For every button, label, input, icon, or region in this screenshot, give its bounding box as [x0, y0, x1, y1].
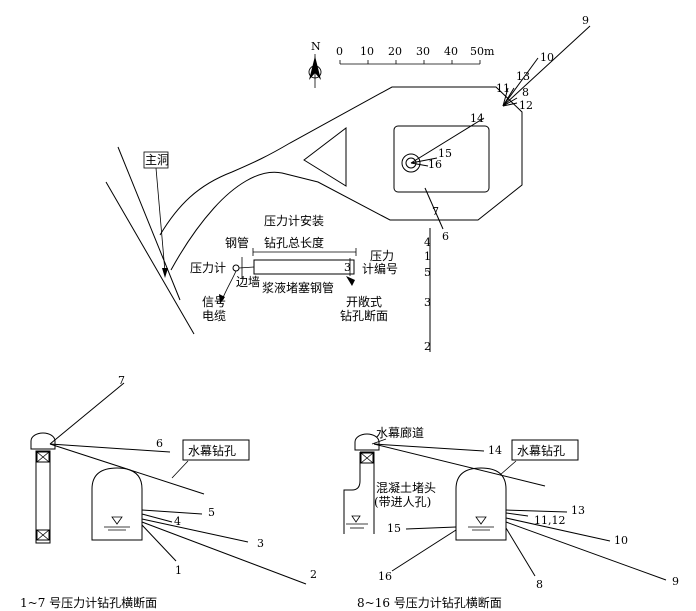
install-legend: 压力计安装 钻孔总长度 钢管 压力计 边墙 信号 电缆 浆液堵塞钢管 压力 计编… — [190, 213, 398, 323]
scale-tick-0: 0 — [336, 45, 343, 58]
plan-hole-16: 16 — [428, 158, 442, 171]
plan-hole-10: 10 — [540, 51, 554, 64]
right-hole-10: 10 — [614, 534, 628, 547]
plan-hole-13: 13 — [516, 70, 530, 83]
right-hole-16: 16 — [378, 570, 392, 583]
plug-label-2: (带进人孔) — [374, 495, 431, 509]
right-hole-14: 14 — [488, 444, 502, 457]
plug-label-1: 混凝土堵头 — [376, 480, 436, 495]
plan-hole-3: 3 — [424, 296, 431, 309]
total-length-label: 钻孔总长度 — [264, 235, 324, 250]
scale-tick-20: 20 — [388, 45, 402, 58]
plan-hole-7: 7 — [432, 205, 439, 218]
left-hole-3: 3 — [257, 537, 264, 550]
scale-tick-40: 40 — [444, 45, 458, 58]
left-hole-6: 6 — [156, 437, 163, 450]
right-hole-8: 8 — [536, 578, 543, 591]
left-caption: 1~7 号压力计钻孔横断面 — [20, 595, 157, 610]
plan-hole-8: 8 — [522, 86, 529, 99]
plan-hole-12: 12 — [519, 99, 533, 112]
section-left: 7 6 5 4 3 1 2 水幕钻孔 1~7 号压力计钻孔横断面 — [20, 374, 317, 610]
plan-hole-9: 9 — [582, 14, 589, 27]
plan-hole-11: 11 — [496, 82, 510, 95]
plan-hole-4: 4 — [424, 236, 431, 249]
right-hole-15: 15 — [387, 522, 401, 535]
left-hole-1: 1 — [175, 564, 182, 577]
legend-gauge-no: 3 — [344, 261, 351, 274]
scale-unit: m — [484, 45, 495, 58]
scale-bar: 0 10 20 30 40 50 m — [336, 45, 495, 65]
plan-hole-6: 6 — [442, 230, 449, 243]
side-wall-label: 边墙 — [236, 275, 260, 289]
gauge-no-label-1: 压力 — [370, 249, 394, 263]
signal-cable-label-2: 电缆 — [202, 309, 226, 323]
left-box-label: 水幕钻孔 — [188, 443, 236, 458]
scale-tick-10: 10 — [360, 45, 374, 58]
north-arrow-icon — [309, 56, 321, 80]
right-hole-9: 9 — [672, 575, 679, 588]
left-hole-4: 4 — [174, 515, 181, 528]
plan-view: N 0 10 20 30 40 50 m 主洞 — [105, 14, 591, 353]
left-hole-7: 7 — [118, 374, 125, 387]
steel-pipe-label: 钢管 — [225, 235, 249, 250]
left-hole-2: 2 — [310, 568, 317, 581]
right-hole-11-12: 11,12 — [534, 514, 566, 527]
left-hole-5: 5 — [208, 506, 215, 519]
north-arrow: N — [308, 40, 322, 88]
plan-hole-14: 14 — [470, 112, 484, 125]
scale-tick-50: 50 — [470, 45, 484, 58]
gallery-label: 水幕廊道 — [376, 425, 424, 440]
plan-boreholes: 9 10 13 11 8 12 14 15 16 7 6 4 1 5 3 2 — [410, 14, 591, 353]
plan-hole-15: 15 — [438, 147, 452, 160]
open-section-label-1: 开敞式 — [346, 294, 382, 309]
grout-plug-label: 浆液堵塞钢管 — [262, 280, 334, 295]
main-tunnel-label: 主洞 — [145, 153, 169, 167]
plan-hole-5: 5 — [424, 266, 431, 279]
pressure-gauge-label: 压力计 — [190, 261, 226, 275]
plan-hole-1: 1 — [424, 250, 431, 263]
install-title: 压力计安装 — [264, 213, 324, 228]
north-label: N — [311, 40, 321, 53]
right-caption: 8~16 号压力计钻孔横断面 — [357, 595, 502, 610]
right-hole-13: 13 — [571, 504, 585, 517]
scale-tick-30: 30 — [416, 45, 430, 58]
section-right: 水幕廊道 14 13 11,12 10 15 16 8 9 水幕钻孔 混凝土堵头… — [343, 425, 679, 610]
open-section-label-2: 钻孔断面 — [340, 308, 388, 323]
right-box-label: 水幕钻孔 — [517, 443, 565, 458]
gauge-no-label-2: 计编号 — [362, 261, 398, 276]
plan-hole-2: 2 — [424, 340, 431, 353]
water-curtain-gallery — [159, 86, 523, 271]
main-tunnel: 主洞 — [105, 146, 195, 335]
